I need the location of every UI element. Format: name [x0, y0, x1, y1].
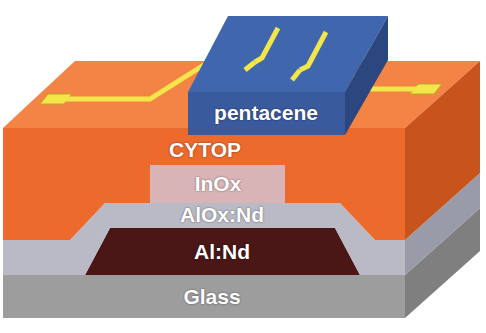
layer-label: pentacene — [210, 101, 322, 125]
gate-electrode — [85, 228, 360, 275]
layer-label: AlOx:Nd — [176, 203, 268, 227]
layer-name: InOx — [195, 172, 242, 196]
source-electrode — [255, 28, 278, 62]
drain-electrode — [292, 70, 300, 80]
glass-front — [3, 275, 405, 318]
layer-name: pentacene — [214, 101, 318, 125]
semiconductor-layer — [150, 165, 285, 203]
layer-label: InOx — [191, 172, 246, 196]
layer-name: Glass — [183, 285, 240, 309]
layer-label: CYTOP — [165, 138, 245, 162]
pentacene-side — [345, 16, 388, 135]
drain-electrode — [300, 32, 326, 70]
cytop-front — [3, 128, 405, 240]
layer-name: Al:Nd — [194, 240, 250, 264]
layer-label: Glass — [179, 285, 244, 309]
pentacene-front — [188, 92, 345, 135]
layer-name: AlOx:Nd — [180, 203, 264, 227]
layer-label: Al:Nd — [190, 240, 254, 264]
layer-name: CYTOP — [169, 138, 241, 162]
source-electrode — [245, 62, 255, 70]
